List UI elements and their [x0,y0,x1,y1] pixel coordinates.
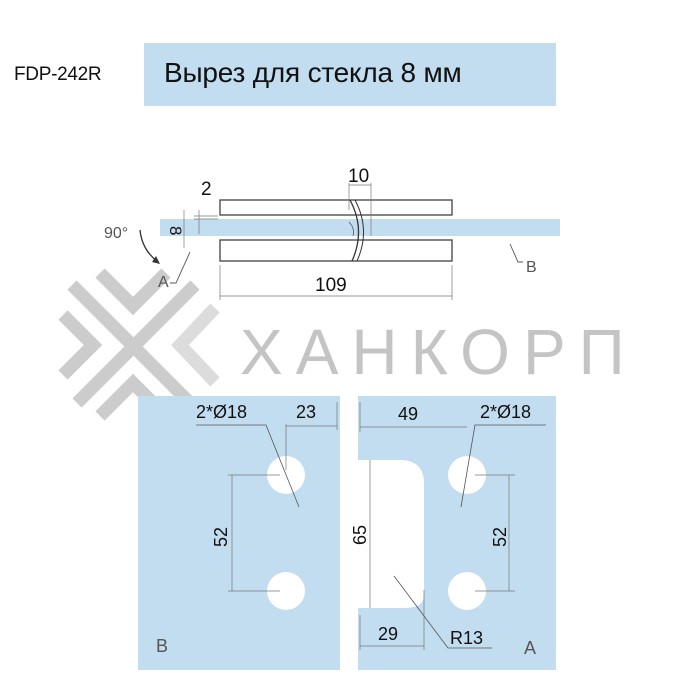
title-banner: Вырез для стекла 8 мм [144,43,556,106]
hole-bottom [267,572,305,610]
angle-label: 90° [104,225,128,242]
hole-diameter-label: 2*Ø18 [480,402,531,422]
panel-b-label: B [156,636,168,656]
hole-spacing-dimension: 52 [211,527,231,547]
hole-diameter-label: 2*Ø18 [196,402,247,422]
edge-offset-dimension: 49 [398,404,418,424]
hole-spacing-dimension: 52 [490,527,510,547]
brand-watermark: ХАНКОРП [240,316,638,388]
hole-bottom [448,572,486,610]
gap-dimension: 2 [201,179,212,200]
glass-thickness-dimension: 8 [166,226,185,235]
crossed-chevrons-logo-icon [58,268,220,421]
cutout-height-dimension: 65 [350,525,370,545]
view-b-marker: B [526,259,537,276]
panel-a: 49 2*Ø18 52 65 29 R13 A [350,396,556,670]
cutout-depth-dimension: 29 [378,624,398,644]
panel-a-label: A [524,638,536,658]
hole-top [448,456,486,494]
side-view: 10 109 8 2 90° A B [104,166,560,300]
cutout [358,460,424,608]
page-title: Вырез для стекла 8 мм [164,57,462,88]
overall-length-dimension: 109 [315,275,347,296]
view-a-marker: A [158,274,169,291]
top-clamp-plate [219,199,453,216]
edge-offset-dimension: 23 [296,402,316,422]
panel-b: 2*Ø18 23 52 B [138,396,340,670]
hinge-gap-dimension: 10 [348,166,369,187]
glass-section [160,219,560,236]
corner-radius-label: R13 [450,628,483,648]
model-code: FDP-242R [14,64,102,85]
bottom-clamp-plate [219,239,453,262]
